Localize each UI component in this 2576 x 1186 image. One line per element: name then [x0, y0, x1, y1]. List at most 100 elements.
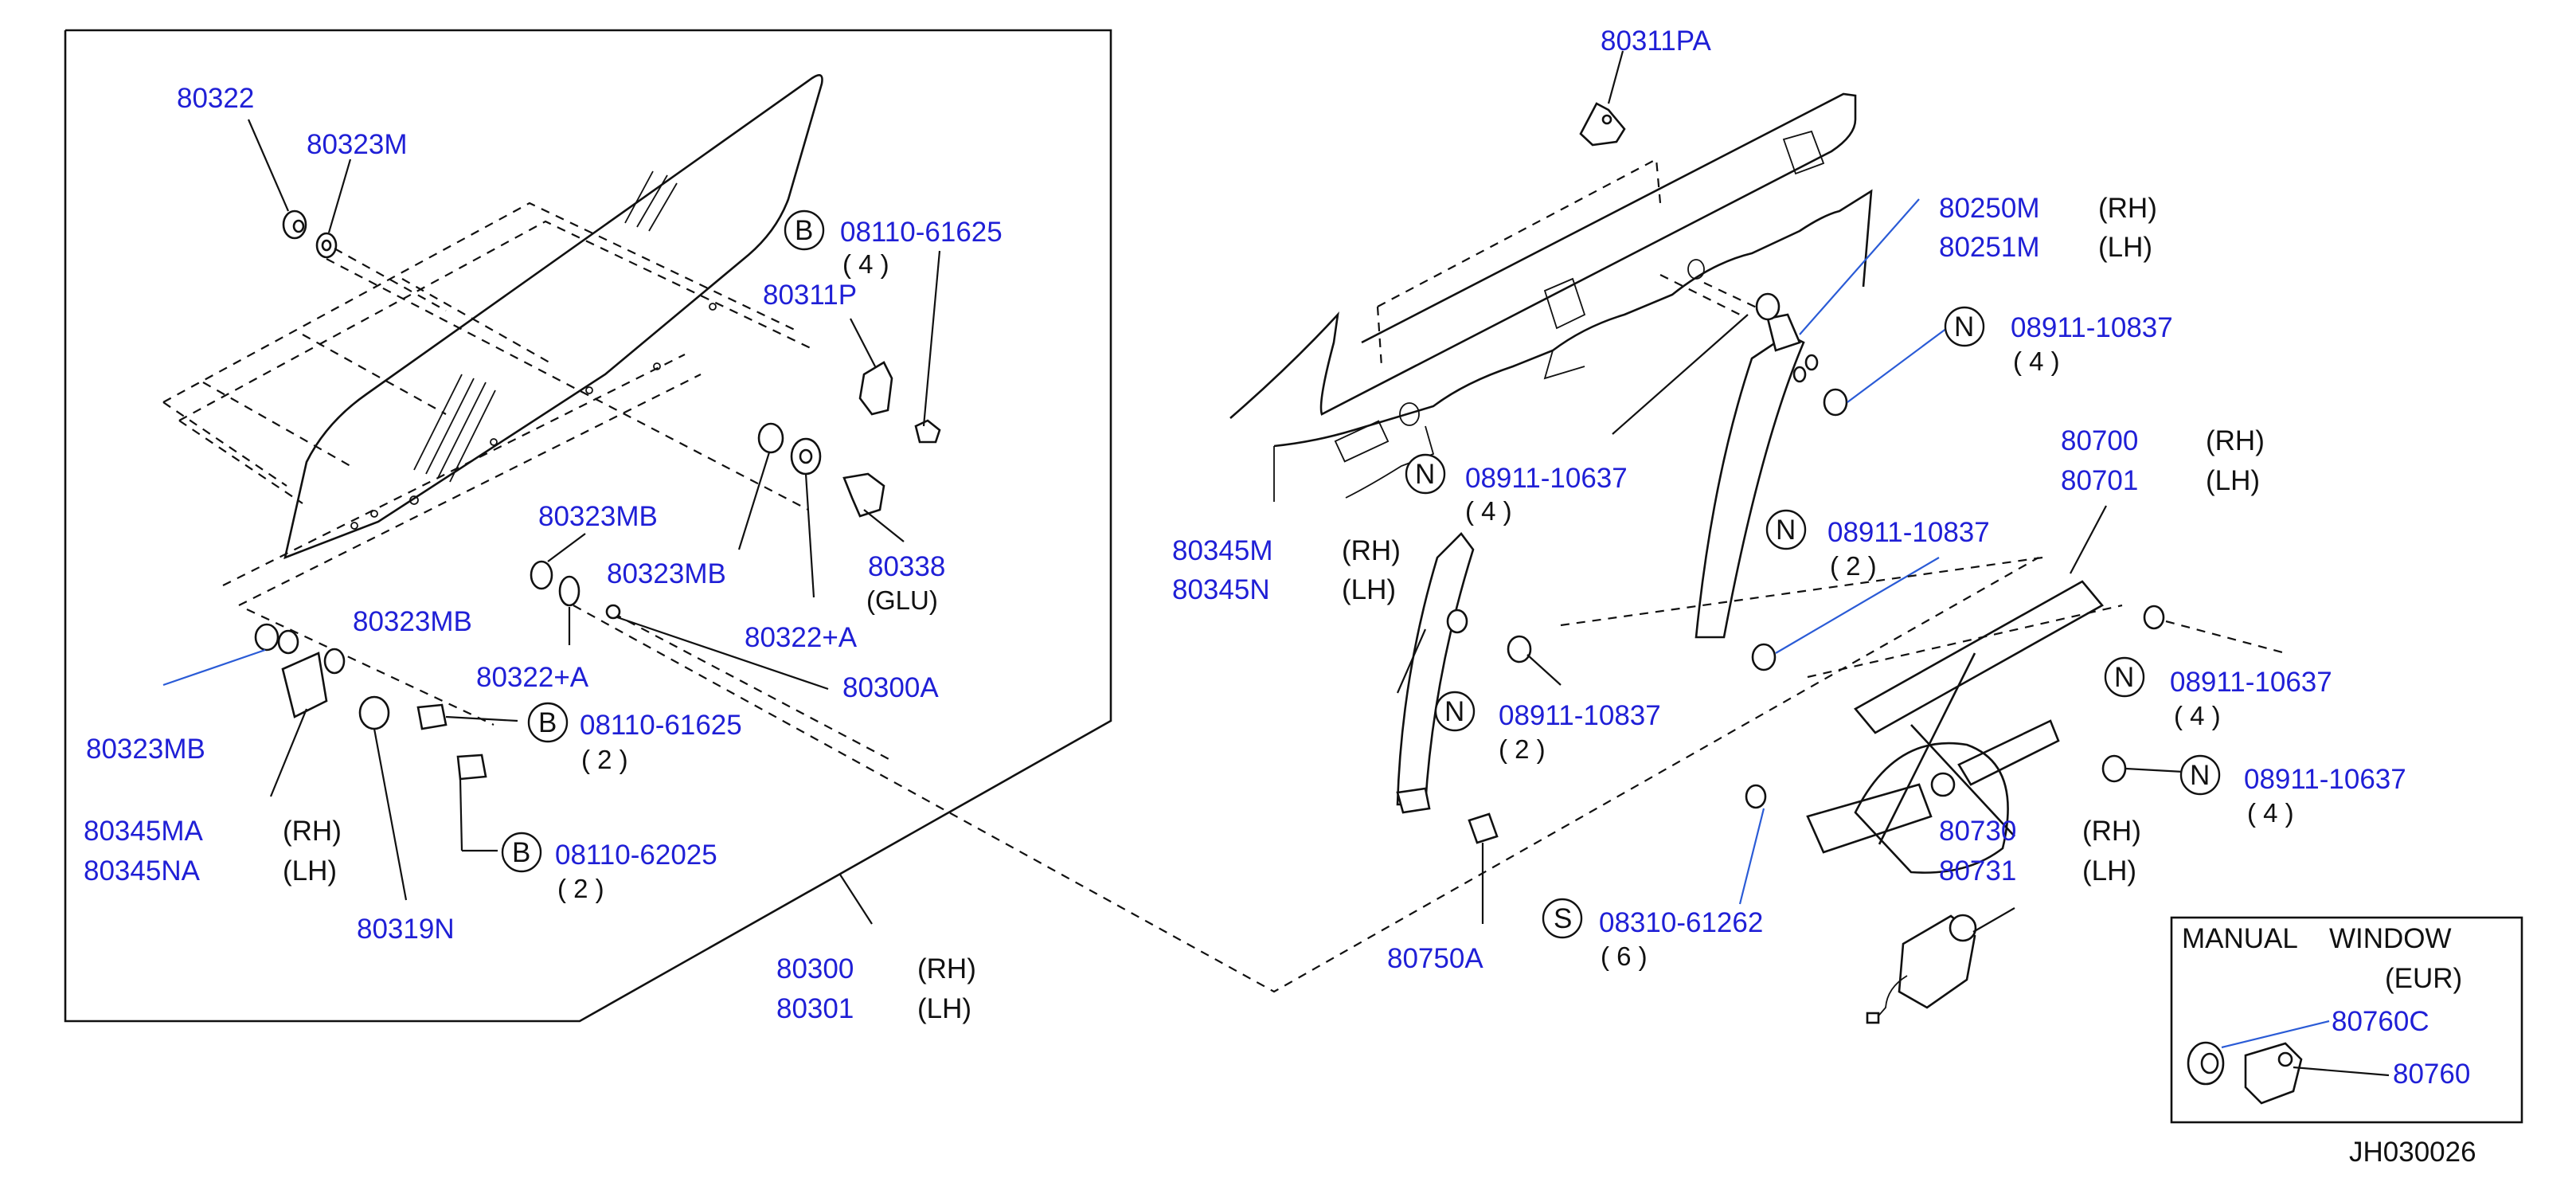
window-regulator: [1560, 505, 2286, 905]
part-label: 80345M: [1172, 535, 1272, 566]
part-label: 80323MB: [353, 606, 472, 637]
part-label: 80323MB: [538, 501, 658, 532]
part-label: 80300A: [842, 672, 939, 703]
side-label: (RH): [2082, 816, 2141, 847]
part-label: 80701: [2061, 465, 2138, 496]
svg-text:N: N: [1776, 515, 1796, 546]
part-label: 80345N: [1172, 574, 1270, 605]
part-label: 80319N: [357, 914, 455, 945]
quantity-label: ( 4 ): [2013, 346, 2060, 376]
side-label: (LH): [2098, 232, 2152, 263]
nut-symbol-n: N: [1944, 306, 1985, 347]
bolt-symbol-b: B: [527, 702, 569, 743]
bracket-80311PA: [1579, 50, 1626, 147]
part-label: 80731: [1939, 855, 2016, 887]
part-label: 08110-61625: [580, 710, 742, 741]
part-label: 80311P: [763, 280, 857, 311]
side-label: (LH): [917, 993, 971, 1024]
quantity-label: ( 2 ): [581, 745, 628, 774]
side-label: (RH): [283, 816, 342, 847]
part-label: 08911-10837: [2011, 312, 2173, 343]
part-label: 08310-61262: [1599, 907, 1763, 938]
front-guide-rail: [1396, 532, 1562, 924]
symbol-circles: B B B N N N N N N S: [501, 209, 2221, 939]
part-label: 80750A: [1387, 943, 1483, 974]
svg-text:N: N: [1954, 311, 1974, 342]
side-label: (RH): [2098, 193, 2157, 224]
svg-text:B: B: [512, 837, 530, 868]
svg-text:N: N: [1444, 696, 1464, 727]
bolt-symbol-b: B: [784, 209, 825, 251]
svg-text:N: N: [2114, 662, 2134, 693]
part-label: 80700: [2061, 425, 2138, 456]
nut-symbol-n: N: [1765, 509, 1807, 550]
side-label: (RH): [2206, 425, 2265, 456]
svg-text:N: N: [2190, 760, 2210, 791]
side-label: (LH): [283, 855, 337, 887]
side-label: (RH): [1342, 535, 1401, 566]
part-label: 80338: [868, 551, 945, 582]
part-label: 08911-10637: [1465, 463, 1628, 494]
part-label: 08911-10637: [2170, 667, 2332, 698]
part-label: 08911-10837: [1499, 700, 1661, 731]
quantity-label: ( 4 ): [2174, 701, 2221, 730]
bolt-symbol-b: B: [501, 832, 542, 873]
part-label: 80322+A: [745, 622, 858, 653]
quantity-label: ( 2 ): [557, 874, 604, 903]
quantity-label: (GLU): [866, 585, 938, 615]
side-label: (RH): [917, 953, 976, 984]
svg-text:B: B: [538, 707, 557, 738]
inset-title-line1: MANUAL: [2182, 923, 2298, 954]
nut-symbol-n: N: [1434, 691, 1476, 732]
nut-symbol-n: N: [1405, 453, 1446, 495]
inset-part-escutcheon: 80760C: [2332, 1006, 2429, 1037]
part-label: 80251M: [1939, 232, 2039, 263]
manual-window-inset: MANUAL WINDOW (EUR) 80760C 80760: [2170, 916, 2523, 1124]
glass-ghost-frame: [162, 202, 2039, 993]
side-label: (LH): [1342, 574, 1396, 605]
glass-assembly-frame: [64, 29, 1112, 1023]
quantity-label: ( 2 ): [1499, 734, 1546, 764]
rear-guide-rail: [1612, 198, 1948, 671]
quantity-label: ( 4 ): [842, 249, 889, 279]
door-inner-panel: [1229, 92, 1873, 502]
part-label: 80301: [776, 993, 854, 1024]
side-label: (LH): [2206, 465, 2260, 496]
door-glass: [283, 74, 823, 560]
svg-text:S: S: [1554, 903, 1572, 934]
inset-part-handle: 80760: [2393, 1059, 2470, 1090]
quantity-label: ( 4 ): [1465, 496, 1512, 526]
part-label: 08911-10837: [1827, 517, 1990, 548]
svg-text:N: N: [1415, 459, 1435, 490]
side-label: (LH): [2082, 855, 2136, 887]
part-label: 80345MA: [84, 816, 203, 847]
glass-hardware: [254, 209, 941, 781]
part-label: 80322+A: [476, 662, 589, 693]
svg-text:B: B: [795, 215, 813, 246]
quantity-label: ( 4 ): [2247, 798, 2294, 828]
nut-symbol-n: N: [2179, 754, 2221, 796]
part-label: 80250M: [1939, 193, 2039, 224]
quantity-label: ( 6 ): [1601, 941, 1648, 971]
part-label: 80323M: [307, 129, 407, 160]
part-label: 80345NA: [84, 855, 201, 887]
part-label: 80323MB: [607, 558, 726, 589]
part-label: 80730: [1939, 816, 2016, 847]
regulator-motor: [1866, 907, 2015, 1024]
inset-region: (EUR): [2385, 963, 2462, 994]
diagram-code: JH030026: [2349, 1137, 2476, 1168]
inset-title-line2: WINDOW: [2329, 923, 2452, 954]
part-label: 08911-10637: [2244, 764, 2406, 795]
screw-symbol-s: S: [1542, 898, 1583, 939]
leader-lines-left: [162, 119, 941, 925]
quantity-label: ( 2 ): [1830, 551, 1877, 581]
part-label: 08110-62025: [555, 840, 717, 871]
part-label: 80300: [776, 953, 854, 984]
part-labels: 80322 80323M 08110-61625 ( 4 ) 80311P 80…: [84, 25, 2406, 1024]
part-label: 80322: [177, 83, 254, 114]
part-label: 08110-61625: [840, 217, 1003, 248]
part-label: 80323MB: [86, 734, 205, 765]
part-label: 80311PA: [1601, 25, 1711, 57]
